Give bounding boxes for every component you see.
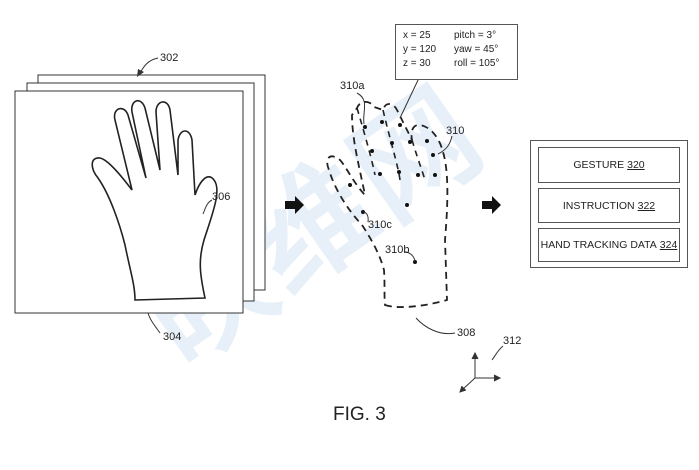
leader-310b: [403, 251, 416, 262]
leader-infobox: [399, 77, 420, 119]
label-312: 312: [503, 335, 522, 347]
hand-model-finger-lines: [356, 107, 426, 181]
arrow-right-1: [285, 196, 304, 214]
label-302: 302: [160, 52, 179, 64]
label-310: 310: [446, 125, 465, 137]
pose-y: y = 120: [403, 44, 437, 55]
arrow-right-2: [482, 196, 501, 214]
output-label: GESTURE: [573, 159, 625, 171]
output-label: HAND TRACKING DATA: [540, 239, 657, 251]
axes-icon: [459, 345, 504, 393]
label-310b: 310b: [385, 244, 410, 256]
leader-308: [415, 317, 456, 335]
output-ref: 324: [659, 239, 678, 251]
output-label: INSTRUCTION: [562, 199, 635, 212]
frame-front: [14, 90, 244, 314]
label-306: 306: [212, 191, 231, 203]
leader-306: [202, 199, 213, 215]
leader-310c: [362, 211, 369, 223]
leader-310: [437, 135, 453, 155]
leader-310a: [356, 92, 366, 125]
hand-model-outline: [326, 100, 449, 308]
pose-pitch: pitch = 3°: [454, 30, 497, 41]
output-ref: 320: [627, 159, 645, 171]
label-304: 304: [163, 331, 182, 343]
pose-x: x = 25: [403, 30, 431, 41]
pose-z: z = 30: [403, 58, 431, 69]
pose-roll: roll = 105°: [454, 58, 500, 69]
output-ref: 322: [637, 199, 656, 212]
leader-304: [147, 312, 161, 334]
leader-302: [139, 57, 159, 74]
figure-caption: FIG. 3: [333, 404, 386, 425]
label-310a: 310a: [340, 80, 365, 92]
hand-outline: [91, 100, 218, 301]
keypoints: [348, 120, 437, 264]
arrowhead-302: [137, 69, 144, 77]
label-310c: 310c: [368, 219, 392, 231]
pose-yaw: yaw = 45°: [454, 44, 499, 55]
label-308: 308: [457, 327, 476, 339]
pose-info-box: x = 25 y = 120 z = 30 pitch = 3° yaw = 4…: [395, 24, 518, 80]
